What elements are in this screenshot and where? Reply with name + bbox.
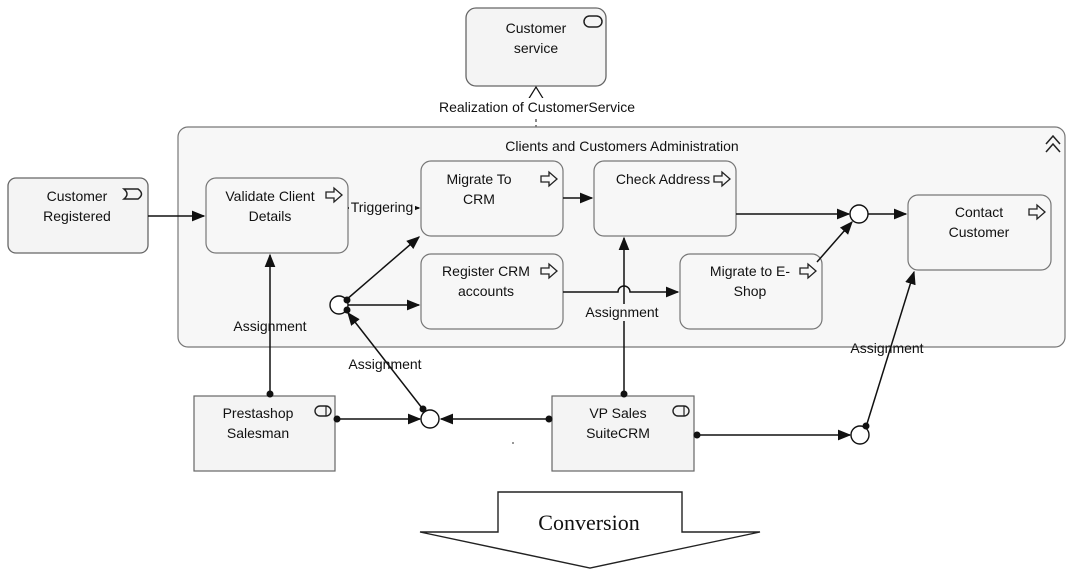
assignment-dot	[693, 431, 701, 439]
check-address-label: Check Address	[616, 171, 710, 187]
or-junction-bottom-left[interactable]	[420, 409, 440, 429]
assignment-junction-to-left-junction[interactable]	[347, 311, 423, 409]
process-arrow-icon	[540, 170, 558, 188]
assignment-label-4: Assignment	[850, 340, 923, 356]
register-crm-label-line1: Register CRM	[442, 263, 530, 279]
check-address-process[interactable]: Check Address	[593, 160, 737, 237]
process-arrow-icon	[799, 262, 817, 280]
service-label-line2: service	[514, 40, 559, 56]
vp-sales-suitecrm-role[interactable]: VP Sales SuiteCRM	[551, 395, 695, 472]
or-junction-bottom-right[interactable]	[850, 425, 870, 445]
customer-registered-event[interactable]: Customer Registered	[7, 177, 149, 254]
prestashop-label-line2: Salesman	[227, 425, 289, 441]
stray-dot	[512, 442, 514, 444]
conversion-label: Conversion	[538, 510, 639, 535]
contact-customer-label-line1: Contact	[955, 204, 1003, 220]
role-icon	[672, 405, 690, 417]
validate-label-line2: Details	[249, 208, 292, 224]
collapse-chevron-icon[interactable]	[1045, 134, 1061, 153]
trigger-eshop-to-junction[interactable]	[816, 220, 853, 263]
register-crm-label-line2: accounts	[458, 283, 514, 299]
migrate-to-eshop-process[interactable]: Migrate to E- Shop	[679, 253, 823, 330]
triggering-label-bg	[349, 199, 415, 216]
assignment-junction-contact[interactable]	[865, 270, 916, 428]
realization-label-bg	[440, 98, 636, 116]
assignment-label-2: Assignment	[348, 356, 421, 372]
process-arrow-icon	[713, 170, 731, 188]
junction-dot	[419, 405, 427, 413]
assignment-dot	[266, 390, 274, 398]
migrate-crm-label-line2: CRM	[463, 191, 495, 207]
prestashop-salesman-role[interactable]: Prestashop Salesman	[193, 395, 336, 472]
event-label-line2: Registered	[43, 208, 111, 224]
event-icon	[121, 188, 143, 200]
contact-customer-process[interactable]: Contact Customer	[907, 194, 1052, 271]
assignment-dot	[333, 415, 341, 423]
junction-dot	[343, 306, 351, 314]
or-junction-top[interactable]	[849, 204, 869, 224]
customer-service-node[interactable]: Customer service	[465, 7, 607, 87]
assignment-label-1: Assignment	[233, 318, 306, 334]
register-crm-accounts-process[interactable]: Register CRM accounts	[420, 253, 564, 330]
process-arrow-icon	[540, 262, 558, 280]
assignment-dot	[620, 390, 628, 398]
assignment-dot	[545, 415, 553, 423]
group-title: Clients and Customers Administration	[505, 138, 738, 154]
migrate-eshop-label-line2: Shop	[734, 283, 767, 299]
validate-client-details-process[interactable]: Validate Client Details	[205, 177, 349, 254]
junction-dot	[862, 422, 870, 430]
or-junction-left[interactable]	[329, 295, 349, 315]
migrate-crm-label-line1: Migrate To	[446, 171, 511, 187]
contact-customer-label-line2: Customer	[949, 224, 1010, 240]
service-icon	[583, 15, 603, 28]
migrate-eshop-label-line1: Migrate to E-	[710, 263, 790, 279]
event-label-line1: Customer	[47, 188, 108, 204]
realization-label: Realization of CustomerService	[439, 99, 635, 115]
role-icon	[314, 405, 332, 417]
assignment-label-3: Assignment	[585, 304, 658, 320]
conversion-arrow: Conversion	[419, 491, 761, 569]
junction-dot	[343, 296, 351, 304]
migrate-to-crm-process[interactable]: Migrate To CRM	[420, 160, 564, 237]
vp-sales-label-line1: VP Sales	[589, 405, 646, 421]
process-arrow-icon	[325, 186, 343, 204]
assignment-label-bg	[584, 304, 660, 321]
validate-label-line1: Validate Client	[225, 188, 314, 204]
triggering-label: Triggering	[351, 199, 414, 215]
service-label-line1: Customer	[506, 20, 567, 36]
process-arrow-icon	[1028, 203, 1046, 221]
trigger-junction-to-migrate-crm[interactable]	[345, 236, 421, 301]
prestashop-label-line1: Prestashop	[223, 405, 294, 421]
vp-sales-label-line2: SuiteCRM	[586, 425, 650, 441]
